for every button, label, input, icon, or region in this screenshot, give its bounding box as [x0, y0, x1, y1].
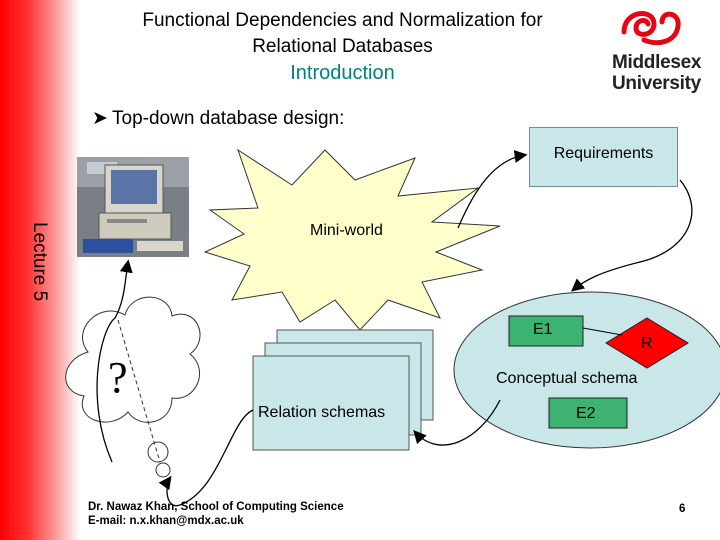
page-number: 6 — [679, 503, 686, 515]
logo-line-1: Middlesex — [612, 52, 702, 73]
entity-e2 — [548, 397, 628, 429]
logo-line-2: University — [612, 73, 701, 94]
arrow-relations-to-cloud — [158, 409, 254, 507]
relation-schemas-label: Relation schemas — [258, 404, 386, 421]
slide-title: Functional Dependencies and Normalizatio… — [90, 8, 595, 86]
cloud-bubble-large — [147, 441, 169, 463]
logo-emblem-icon — [621, 11, 681, 46]
e1-r-link — [582, 327, 623, 336]
bullet-text: Top-down database design: — [112, 108, 345, 129]
r-label: R — [641, 335, 653, 352]
arrow-conceptual-to-relations — [413, 399, 501, 446]
computer-photo — [77, 157, 189, 257]
entity-e1 — [508, 315, 584, 347]
footer-email: E-mail: n.x.khan@mdx.ac.uk — [88, 515, 244, 527]
cloud-bubble-small — [155, 462, 171, 478]
arrow-to-requirements — [457, 150, 528, 229]
mini-world-starburst — [203, 148, 501, 331]
footer-author: Dr. Nawaz Khan, School of Computing Scie… — [88, 501, 344, 513]
mini-world-label: Mini-world — [310, 222, 383, 239]
e1-label: E1 — [533, 321, 553, 338]
footer: Dr. Nawaz Khan, School of Computing Scie… — [88, 500, 344, 528]
question-cloud — [65, 296, 201, 423]
conceptual-schema-label: Conceptual schema — [496, 370, 638, 387]
bullet-point: ➤Top-down database design: — [92, 107, 344, 130]
title-line-1: Functional Dependencies and Normalizatio… — [142, 10, 543, 31]
question-mark: ? — [108, 353, 128, 402]
title-subtitle: Introduction — [290, 62, 395, 84]
requirements-label: Requirements — [553, 145, 654, 162]
arrow-bullet-icon: ➤ — [92, 108, 108, 129]
relation-page-front — [252, 355, 410, 451]
sidebar-gradient — [0, 0, 80, 540]
cloud-dashed-line — [117, 319, 161, 463]
title-line-2: Relational Databases — [252, 36, 433, 57]
requirements-box: Requirements — [529, 127, 678, 187]
lecture-label: Lecture 5 — [29, 222, 50, 302]
e2-label: E2 — [576, 405, 596, 422]
arrow-computer-to-requirements — [96, 259, 133, 463]
arrow-requirements-to-conceptual — [571, 179, 693, 292]
university-logo: Middlesex University — [606, 2, 706, 104]
